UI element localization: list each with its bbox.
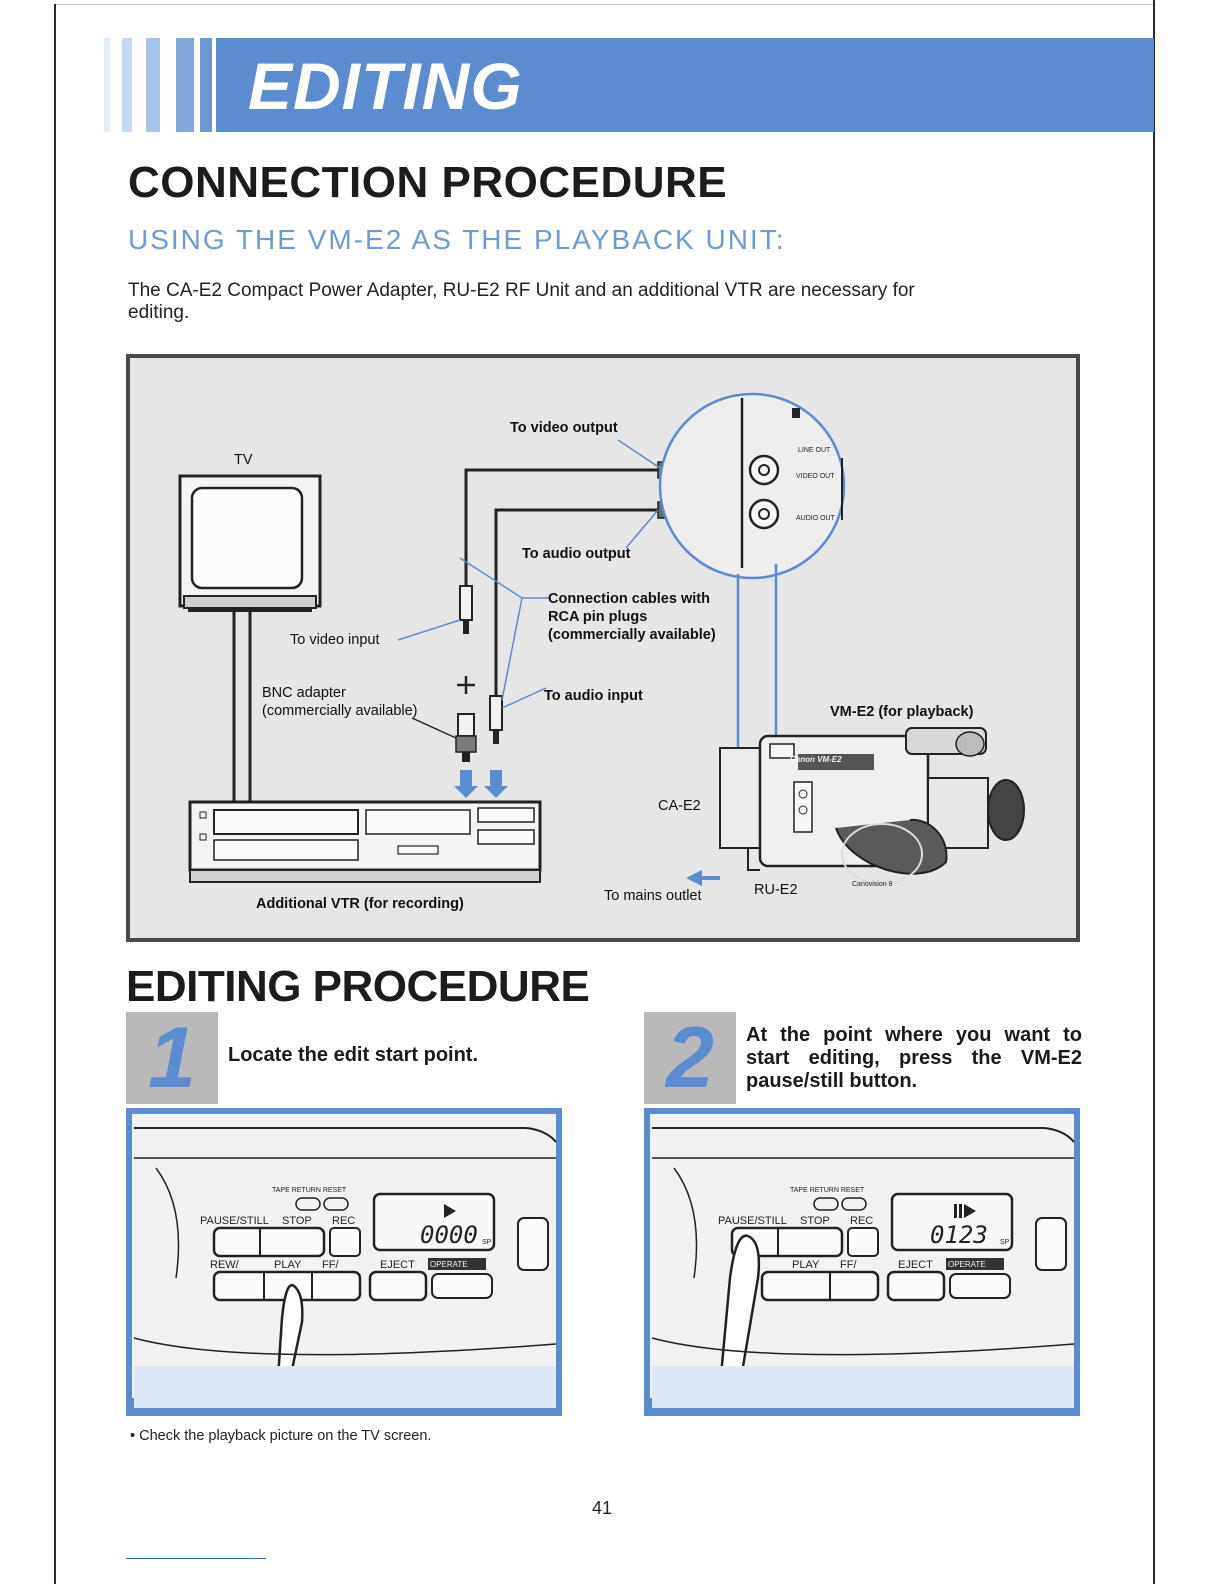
sp-indicator: SP [1000,1239,1010,1246]
banner-stripe [200,38,212,132]
to-video-input-label: To video input [290,632,380,648]
camera-illustration: Canon VM-E2 Canovision 8 [719,727,1025,888]
ff-label: FF/ [322,1259,339,1271]
page-top-rule [54,4,1154,5]
jack-line-out-label: LINE OUT [798,447,831,454]
stop-label: STOP [800,1215,830,1227]
pause-still-label: PAUSE/STILL [200,1215,269,1227]
banner-stripe [122,38,132,132]
step-2-text: At the point where you want to start edi… [746,1024,1082,1092]
cables-label-line: Connection cables with [548,591,710,607]
counter-display: 0000 [420,1221,478,1249]
vtr-illustration [188,800,542,883]
section-banner [216,38,1154,132]
step-2-box: 2 [644,1012,736,1104]
to-video-output-label: To video output [510,420,618,436]
play-label: PLAY [792,1259,820,1271]
eject-label: EJECT [898,1259,933,1271]
ru-e2-label: RU-E2 [754,882,798,898]
control-panel-illustration-1: 0000 SP TAPE RETURN RESET PAUSE/STILL ST… [126,1108,562,1416]
connection-subheading: USING THE VM-E2 AS THE PLAYBACK UNIT: [128,224,786,255]
ca-e2-label: CA-E2 [658,798,701,814]
intro-paragraph: The CA-E2 Compact Power Adapter, RU-E2 R… [128,280,915,323]
jack-video-out-label: VIDEO OUT [796,473,835,480]
diagram-drawing: LINE OUT VIDEO OUT AUDIO OUT [178,392,1025,888]
sp-indicator: SP [482,1239,492,1246]
page-number: 41 [592,1498,613,1518]
control-panel-illustration-2: 0123 SP TAPE RETURN RESET PAUSE/STILL ST… [644,1108,1080,1416]
vm-e2-label: VM-E2 (for playback) [830,704,974,720]
rec-label: REC [850,1215,873,1227]
ff-label: FF/ [840,1259,857,1271]
banner-stripe [176,38,194,132]
banner-stripe [146,38,160,132]
counter-display: 0123 [930,1221,988,1249]
rec-label: REC [332,1215,355,1227]
editing-heading: EDITING PROCEDURE [126,962,590,1011]
page-left-rule [54,4,56,1584]
cables-label-line: RCA pin plugs [548,609,648,625]
to-audio-input-label: To audio input [544,688,643,704]
camera-brand-label: Canon VM-E2 [790,755,842,764]
bnc-label-line: BNC adapter [262,685,346,701]
operate-label: OPERATE [948,1260,986,1269]
camera-badge-label: Canovision 8 [852,881,893,888]
bnc-label-line: (commercially available) [262,703,418,719]
footer-rule [126,1558,266,1559]
additional-vtr-label: Additional VTR (for recording) [256,896,464,912]
connection-diagram: LINE OUT VIDEO OUT AUDIO OUT [126,354,1080,942]
cables-label: Connection cables with RCA pin plugs (co… [548,590,716,644]
operate-label: OPERATE [430,1260,468,1269]
rew-label: REW/ [210,1259,240,1271]
step-2-number: 2 [666,1010,714,1106]
panel-1-drawing: 0000 SP TAPE RETURN RESET PAUSE/STILL ST… [133,1127,557,1409]
step-1-box: 1 [126,1012,218,1104]
bnc-adapter-label: BNC adapter (commercially available) [262,684,418,720]
page-right-rule [1153,0,1155,1584]
jack-audio-out-label: AUDIO OUT [796,515,836,522]
section-title: EDITING [248,49,523,123]
tv-illustration [178,474,322,612]
cables-label-line: (commercially available) [548,627,716,643]
jack-magnifier: LINE OUT VIDEO OUT AUDIO OUT [658,392,846,580]
step-1-number: 1 [148,1010,196,1106]
step-1-text: Locate the edit start point. [228,1044,479,1066]
banner-stripe [104,38,110,132]
panel-2-drawing: 0123 SP TAPE RETURN RESET PAUSE/STILL ST… [651,1127,1075,1409]
play-label: PLAY [274,1259,302,1271]
stop-label: STOP [282,1215,312,1227]
tv-label: TV [234,452,253,468]
connection-heading: CONNECTION PROCEDURE [128,158,728,207]
to-audio-output-label: To audio output [522,546,631,562]
to-mains-label: To mains outlet [604,888,702,904]
playback-note: • Check the playback picture on the TV s… [130,1428,432,1444]
tape-return-reset-label: TAPE RETURN RESET [272,1187,347,1194]
pause-still-label: PAUSE/STILL [718,1215,787,1227]
eject-label: EJECT [380,1259,415,1271]
tape-return-reset-label: TAPE RETURN RESET [790,1187,865,1194]
